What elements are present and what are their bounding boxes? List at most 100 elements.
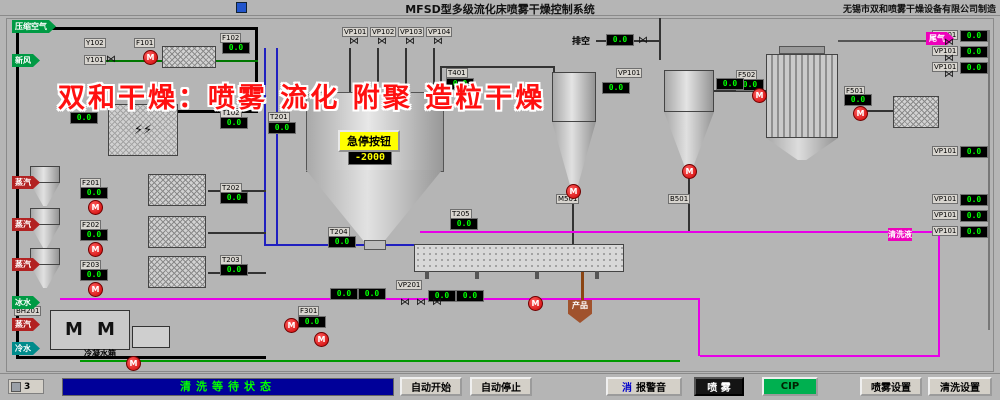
flow-label: 冷水 xyxy=(12,342,40,355)
cyclone-body xyxy=(552,72,596,122)
device-tag: T201 xyxy=(268,112,290,122)
value-display: 0.0 xyxy=(298,316,326,328)
valve-icon[interactable]: ⋈ xyxy=(432,297,442,308)
pipe xyxy=(255,27,258,112)
device-tag: VP101 xyxy=(932,46,959,56)
pump-icon[interactable]: M xyxy=(143,50,158,65)
valve-icon[interactable]: ⋈ xyxy=(106,54,116,65)
value-display: 0.0 xyxy=(220,117,248,129)
condensate-tank xyxy=(132,326,170,348)
secondary-cyclone xyxy=(664,70,714,170)
page-number: 3 xyxy=(24,381,31,392)
value-display: 0.0 xyxy=(328,236,356,248)
pipe xyxy=(433,48,435,92)
flow-label: 冰水 xyxy=(12,296,40,309)
device-tag: T401 xyxy=(446,68,468,78)
value-display: 0.0 xyxy=(960,30,988,42)
value-display: 0.0 xyxy=(450,218,478,230)
mute-label: 报警音 xyxy=(636,383,666,394)
pipe xyxy=(442,66,554,68)
pump-icon[interactable]: M xyxy=(88,200,103,215)
pump-icon[interactable]: M xyxy=(682,164,697,179)
value-display: 0.0 xyxy=(80,229,108,241)
pump-icon[interactable]: M xyxy=(88,282,103,297)
flow-label: 压缩空气 xyxy=(12,20,56,33)
mixing-tank: M M xyxy=(50,310,130,350)
cip-line-label: 清洗液 xyxy=(888,228,912,241)
device-tag: VP101 xyxy=(932,146,959,156)
valve-icon[interactable]: ⋈ xyxy=(400,297,410,308)
pump-icon[interactable]: M xyxy=(284,318,299,333)
watermark-text: 双和干燥：喷雾 流化 附聚 造粒干燥 xyxy=(58,83,546,114)
status-bar: 清洗等待状态 xyxy=(62,378,394,396)
valve-icon[interactable]: ⋈ xyxy=(944,69,954,80)
bed-leg xyxy=(475,271,479,279)
pump-icon[interactable]: M xyxy=(566,184,581,199)
spray-settings-button[interactable]: 喷雾设置 xyxy=(860,377,922,396)
mute-alarm-button[interactable]: 消报警音 xyxy=(606,377,682,396)
pump-icon[interactable]: M xyxy=(314,332,329,347)
vent-label: 排空 xyxy=(572,37,591,47)
emergency-stop-button[interactable]: 急停按钮 xyxy=(338,130,400,152)
pipe xyxy=(16,27,19,359)
value-display: 0.0 xyxy=(268,122,296,134)
app-icon xyxy=(236,2,247,13)
stage3-cyclone xyxy=(30,248,60,288)
valve-icon[interactable]: ⋈ xyxy=(349,36,359,47)
valve-icon[interactable]: ⋈ xyxy=(944,37,954,48)
value-display: 0.0 xyxy=(960,46,988,58)
bed-leg xyxy=(425,271,429,279)
condensate-tank-label: 冷凝水箱 xyxy=(84,349,116,358)
pump-icon[interactable]: M xyxy=(88,242,103,257)
page-indicator[interactable]: 3 xyxy=(8,379,44,394)
mute-icon: 消 xyxy=(622,383,632,394)
pump-icon[interactable]: M xyxy=(752,88,767,103)
device-tag: VP101 xyxy=(932,62,959,72)
flow-label: 尾气 xyxy=(926,32,954,45)
bed-leg xyxy=(595,271,599,279)
value-display: -2000 xyxy=(348,150,392,165)
flow-label: 蒸汽 xyxy=(12,318,40,331)
exhaust-heater xyxy=(893,96,939,128)
cyclone-cone xyxy=(664,112,714,170)
pump-icon[interactable]: M xyxy=(528,296,543,311)
mixer-icon: M xyxy=(97,319,115,340)
device-tag: VP101 xyxy=(932,194,959,204)
valve-icon[interactable]: ⋈ xyxy=(638,35,648,46)
valve-icon[interactable]: ⋈ xyxy=(377,36,387,47)
bag-filter-body xyxy=(766,54,838,138)
value-display: 0.0 xyxy=(960,146,988,158)
cip-button[interactable]: CIP xyxy=(762,377,818,396)
flow-label: 产品 xyxy=(568,300,592,323)
auto-start-button[interactable]: 自动开始 xyxy=(400,377,462,396)
value-display: 0.0 xyxy=(220,264,248,276)
cyclone-body xyxy=(30,208,60,225)
pipe xyxy=(659,18,661,60)
auto-stop-button[interactable]: 自动停止 xyxy=(470,377,532,396)
pipe xyxy=(838,40,928,42)
value-display: 0.0 xyxy=(456,290,484,302)
valve-icon[interactable]: ⋈ xyxy=(405,36,415,47)
pump-icon[interactable]: M xyxy=(853,106,868,121)
device-tag: VP103 xyxy=(398,27,425,37)
bag-filter-cone xyxy=(766,138,838,160)
device-tag: F301 xyxy=(298,306,320,316)
flow-label: 蒸汽 xyxy=(12,218,40,231)
pipe xyxy=(420,231,940,233)
valve-icon[interactable]: ⋈ xyxy=(433,36,443,47)
value-display: 0.0 xyxy=(70,112,98,124)
pipe xyxy=(208,232,266,234)
value-display: 0.0 xyxy=(844,94,872,106)
title-bar: MFSD型多级流化床喷雾干燥控制系统 无锡市双和喷雾干燥设备有限公司制造 xyxy=(0,0,1000,16)
valve-icon[interactable]: ⋈ xyxy=(944,53,954,64)
valve-icon[interactable]: ⋈ xyxy=(416,297,426,308)
clean-settings-button[interactable]: 清洗设置 xyxy=(928,377,992,396)
pump-icon[interactable]: M xyxy=(126,356,141,371)
spray-button[interactable]: 喷 雾 xyxy=(694,377,744,396)
pipe xyxy=(988,30,990,330)
pipe xyxy=(440,66,442,94)
value-display: 0.0 xyxy=(330,288,358,300)
mixer-icon: M xyxy=(65,319,83,340)
flow-label: 蒸汽 xyxy=(12,258,40,271)
